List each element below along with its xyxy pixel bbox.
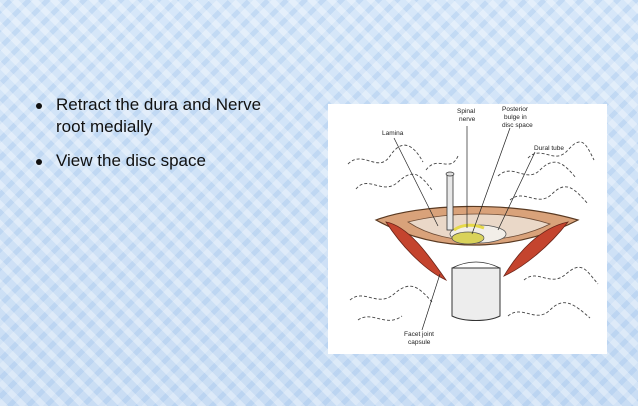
label-dural-tube: Dural tube [534, 145, 564, 152]
label-lamina: Lamina [382, 130, 404, 137]
tissue-outline-lines [347, 141, 599, 321]
nerve-root [453, 223, 485, 232]
bullet-text: View the disc space [56, 151, 206, 170]
bullet-dot-icon [36, 159, 42, 165]
bullet-item: Retract the dura and Nerve root medially [34, 94, 284, 138]
bullet-list: Retract the dura and Nerve root medially… [34, 94, 284, 184]
label-leader-lines [393, 126, 536, 331]
surgical-illustration: Spinal nerve Posterior bulge in disc spa… [328, 104, 607, 354]
incision-muscle-right [503, 221, 569, 277]
bullet-item: View the disc space [34, 150, 284, 172]
disc-bulge [451, 231, 485, 245]
label-posterior-line3: disc space [502, 122, 533, 129]
surgical-drawing: Spinal nerve Posterior bulge in disc spa… [347, 106, 599, 346]
label-posterior-line2: bulge in [504, 114, 527, 121]
lower-retractor-blade [451, 267, 501, 321]
label-spinal-nerve-line1: Spinal [457, 108, 476, 115]
incision-muscle-left [385, 221, 448, 281]
label-posterior-line1: Posterior [502, 106, 529, 113]
nerve-retractor [446, 173, 454, 231]
label-spinal-nerve-line2: nerve [459, 116, 476, 123]
label-facet-line2: capsule [408, 339, 431, 346]
bullet-text: Retract the dura and Nerve root medially [56, 95, 262, 136]
label-facet-line1: Facet joint [404, 331, 434, 338]
bullet-dot-icon [36, 103, 42, 109]
